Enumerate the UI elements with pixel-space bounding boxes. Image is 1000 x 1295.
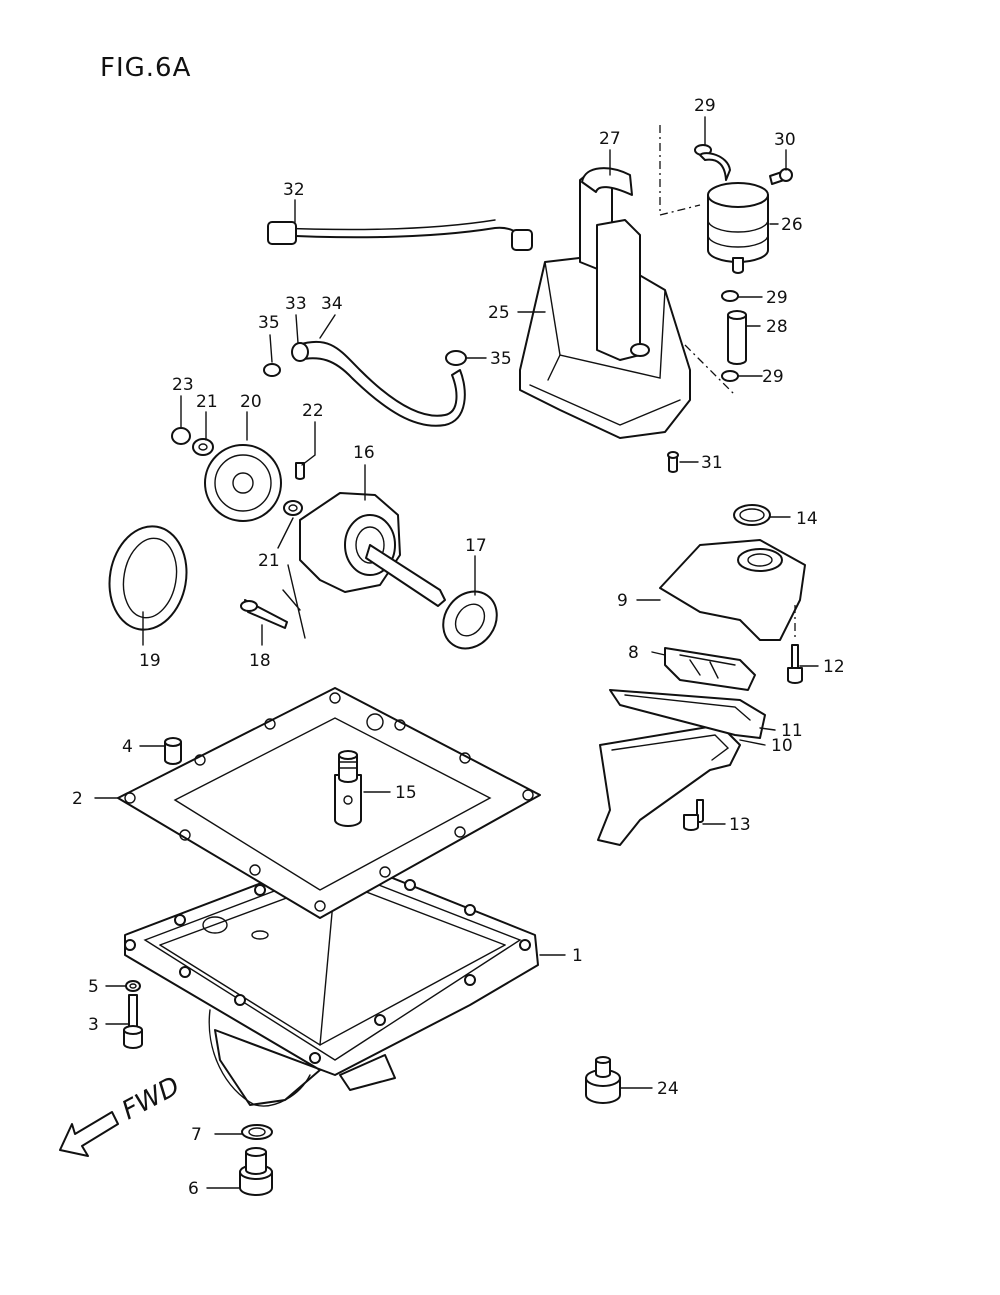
callout-3: 3 (88, 1015, 99, 1035)
oil-hose (291, 340, 466, 427)
callout-34: 34 (321, 294, 343, 314)
hose (581, 167, 633, 196)
callout-22: 22 (302, 401, 324, 421)
callout-35-left: 35 (258, 313, 280, 333)
callout-6: 6 (188, 1179, 199, 1199)
oil-plug (585, 1056, 621, 1104)
callout-21-lower: 21 (258, 551, 280, 571)
filter-screw (769, 168, 793, 185)
callout-7: 7 (191, 1125, 202, 1145)
pump-bolt (240, 599, 288, 629)
callout-29-top: 29 (694, 96, 716, 116)
hose-clamp (263, 144, 739, 382)
callout-12: 12 (823, 657, 845, 677)
breather-hose (267, 219, 533, 251)
callout-14: 14 (796, 509, 818, 529)
callout-33: 33 (285, 294, 307, 314)
callout-21-upper: 21 (196, 392, 218, 412)
callout-2: 2 (72, 789, 83, 809)
callout-19: 19 (139, 651, 161, 671)
callout-10: 10 (771, 736, 793, 756)
oil-pressure-relief-valve (334, 750, 362, 827)
oil-pan-gasket (117, 687, 541, 919)
callout-28: 28 (766, 317, 788, 337)
callout-20: 20 (240, 392, 262, 412)
callout-9: 9 (617, 591, 628, 611)
oil-strainer (597, 724, 741, 846)
callout-4: 4 (122, 737, 133, 757)
sealing-washer (125, 980, 141, 992)
callout-30: 30 (774, 130, 796, 150)
oil-pump-gasket (442, 590, 498, 650)
callout-26: 26 (781, 215, 803, 235)
callout-29-bottom: 29 (762, 367, 784, 387)
callout-23: 23 (172, 375, 194, 395)
oil-pump (299, 492, 446, 607)
oil-pan (124, 854, 539, 1107)
oil-pump-chain (108, 525, 188, 631)
tank-bolt (667, 451, 679, 473)
oil-pan-bolt (123, 994, 143, 1049)
drain-plug-gasket (241, 1124, 273, 1140)
callout-25: 25 (488, 303, 510, 323)
fwd-label: FWD (117, 1071, 185, 1126)
callout-29-middle: 29 (766, 288, 788, 308)
forward-direction-arrow: FWD (59, 1071, 185, 1157)
callout-35-right: 35 (490, 349, 512, 369)
hose-pipe (727, 310, 747, 365)
strainer-housing (659, 539, 806, 641)
callout-18: 18 (249, 651, 271, 671)
callout-27: 27 (599, 129, 621, 149)
leader (282, 564, 306, 639)
callout-17: 17 (465, 536, 487, 556)
callout-11: 11 (781, 721, 803, 741)
callout-24: 24 (657, 1079, 679, 1099)
callout-5: 5 (88, 977, 99, 997)
strainer-gasket (609, 689, 766, 739)
oil-drain-plug (239, 1147, 273, 1196)
oil-separator-tank (519, 125, 736, 439)
washer (192, 438, 303, 516)
dowel-pin (164, 737, 182, 765)
circlip (171, 427, 191, 445)
callout-15: 15 (395, 783, 417, 803)
driven-sprocket (204, 444, 282, 522)
figure-title: FIG.6A (100, 53, 191, 83)
callout-labels: 1 2 3 4 5 6 7 8 9 10 11 12 13 14 15 16 1… (72, 96, 845, 1199)
callout-31: 31 (701, 453, 723, 473)
callout-32: 32 (283, 180, 305, 200)
callout-1: 1 (572, 946, 583, 966)
callout-8: 8 (628, 643, 639, 663)
callout-13: 13 (729, 815, 751, 835)
strainer-bolt (787, 644, 803, 684)
oil-filter (699, 152, 769, 274)
callout-16: 16 (353, 443, 375, 463)
strainer-screw (683, 799, 704, 831)
pin (295, 462, 305, 480)
o-ring (733, 504, 771, 526)
strainer-plate (664, 647, 756, 691)
leader-lines (94, 116, 819, 1189)
